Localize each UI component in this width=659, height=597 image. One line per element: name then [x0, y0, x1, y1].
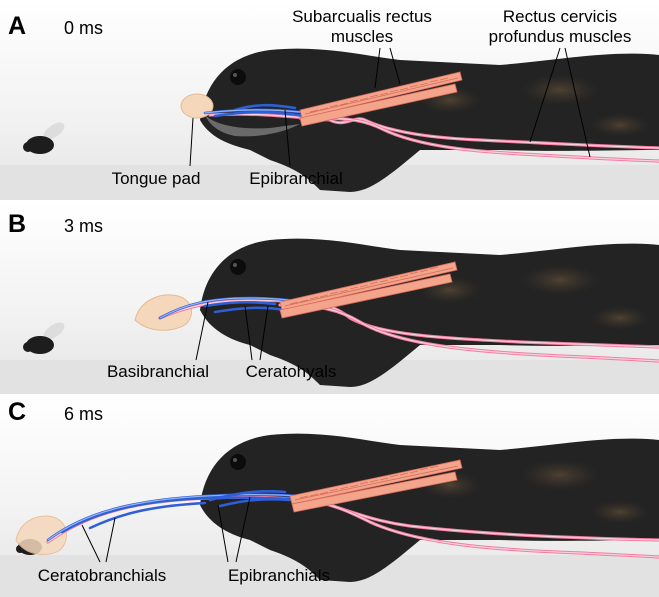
- panel-a: A 0 ms Subarcualis rectus muscles Rectus…: [0, 0, 659, 200]
- eye-highlight: [233, 263, 237, 267]
- label-tongue-pad: Tongue pad: [112, 169, 201, 188]
- label-subarcualis-1: Subarcualis rectus: [292, 7, 432, 26]
- label-epibranchial: Epibranchial: [249, 169, 343, 188]
- label-basibranchial: Basibranchial: [107, 362, 209, 381]
- time-label-c: 6 ms: [64, 404, 103, 424]
- tongue-pad-a: [181, 94, 213, 118]
- label-ceratobranchials: Ceratobranchials: [38, 566, 167, 585]
- time-label-a: 0 ms: [64, 18, 103, 38]
- panel-c: C 6 ms Ceratobranchials Epibranchials: [0, 396, 659, 597]
- panel-letter-b: B: [8, 210, 26, 238]
- eye-highlight: [233, 458, 237, 462]
- salamander-eye-b: [230, 259, 246, 275]
- time-label-b: 3 ms: [64, 216, 103, 236]
- label-rectus-2: profundus muscles: [489, 27, 632, 46]
- skin-spot: [590, 113, 650, 137]
- panel-letter-a: A: [8, 12, 26, 40]
- salamander-eye-c: [230, 454, 246, 470]
- label-rectus-1: Rectus cervicis: [503, 7, 617, 26]
- panel-letter-c: C: [8, 398, 26, 426]
- label-subarcualis-2: muscles: [331, 27, 393, 46]
- label-ceratohyals: Ceratohyals: [246, 362, 337, 381]
- skin-spot: [520, 264, 600, 296]
- label-epibranchials: Epibranchials: [228, 566, 330, 585]
- skin-spot: [590, 306, 650, 330]
- skin-spot: [520, 74, 600, 106]
- eye-highlight: [233, 73, 237, 77]
- skin-spot: [520, 459, 600, 491]
- panel-b: B 3 ms Basibranchial Ceratohyals: [0, 202, 659, 394]
- salamander-eye-a: [230, 69, 246, 85]
- skin-spot: [590, 500, 650, 524]
